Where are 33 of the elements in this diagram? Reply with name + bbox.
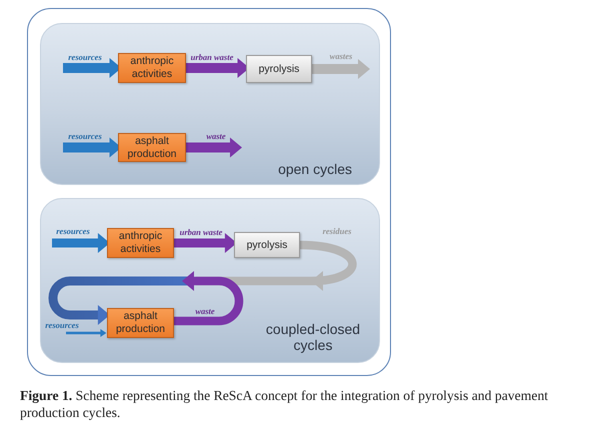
arrow [66, 329, 106, 337]
edge-label: waste [206, 131, 226, 141]
figure-caption: Figure 1. Scheme representing the ReScA concept for the integration of pyrolysis and pavement production cycles. [20, 388, 550, 421]
process-label: pyrolysis [258, 62, 300, 76]
process-label: pyrolysis [246, 238, 288, 252]
arrow [312, 59, 370, 79]
edge-label: urban waste [180, 227, 222, 237]
process-label: anthropic activities [129, 55, 175, 81]
edge-label: resources [45, 320, 79, 330]
process-box [107, 228, 174, 258]
u-turn-band [174, 276, 244, 326]
edge-label: waste [195, 306, 215, 316]
panel-label: open cycles [278, 161, 352, 177]
panel-label: coupled-closed cycles [264, 321, 362, 353]
process-label: anthropic activities [118, 230, 164, 256]
edge-label: resources [68, 131, 102, 141]
edge-label: residues [322, 226, 352, 236]
process-box [118, 53, 186, 83]
arrow [186, 138, 242, 158]
edge-label: resources [56, 226, 90, 236]
process-box [107, 308, 174, 338]
process-box [246, 55, 312, 83]
process-label: asphalt production [126, 134, 178, 160]
arrow [174, 233, 237, 253]
arrow [52, 233, 110, 253]
process-box [234, 232, 300, 258]
edge-label: wastes [330, 51, 352, 61]
u-turn-arrow [48, 271, 194, 325]
edge-label: urban waste [190, 52, 234, 62]
cycle-panel [40, 23, 380, 185]
process-label: asphalt production [114, 310, 166, 336]
process-box [118, 133, 186, 162]
edge-label: resources [68, 52, 102, 62]
